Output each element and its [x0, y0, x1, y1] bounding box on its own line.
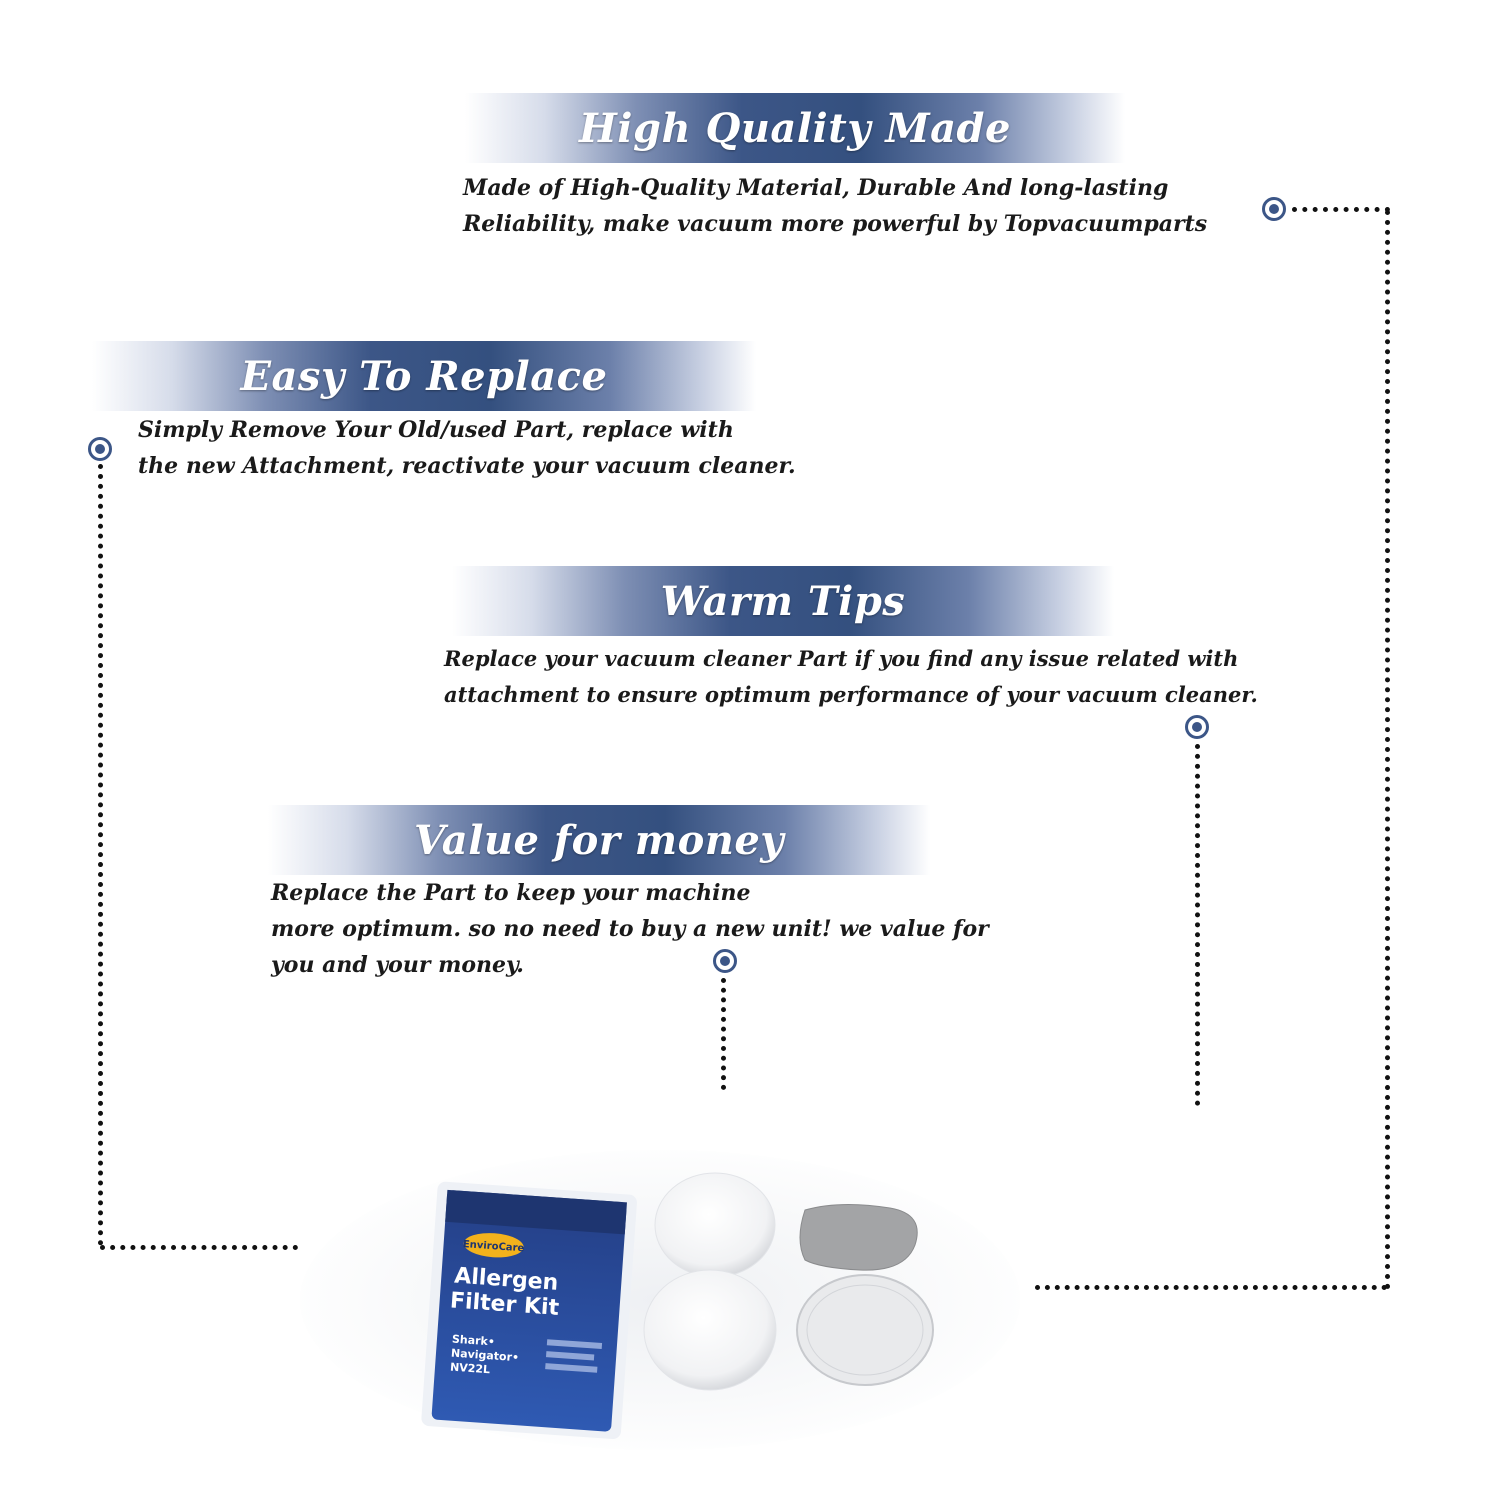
package-compat: NV22L [450, 1361, 491, 1377]
package-compat: Shark• [452, 1333, 496, 1349]
description-line: Made of High-Quality Material, Durable A… [463, 175, 1169, 201]
product-image: EnviroCare Allergen Filter Kit Shark• Na… [300, 1150, 1020, 1450]
description-line: Replace your vacuum cleaner Part if you … [444, 646, 1239, 671]
description-line: the new Attachment, reactivate your vacu… [138, 453, 796, 479]
section-title: Value for money [413, 816, 785, 864]
dotted-connector-line [1385, 210, 1395, 1290]
description-line: Replace the Part to keep your machine [271, 880, 751, 906]
section-title: High Quality Made [579, 104, 1011, 152]
dotted-connector-line [1195, 744, 1205, 1106]
banner-warm-tips: Warm Tips [452, 566, 1114, 636]
description-line: attachment to ensure optimum performance… [444, 682, 1258, 707]
package-brand: EnviroCare [462, 1239, 524, 1254]
banner-easy-replace: Easy To Replace [92, 341, 756, 411]
section-description: Replace the Part to keep your machine mo… [271, 875, 989, 983]
dotted-connector-line [98, 464, 108, 1246]
dotted-connector-line [1035, 1285, 1387, 1295]
section-description: Simply Remove Your Old/used Part, replac… [138, 412, 796, 484]
section-description: Replace your vacuum cleaner Part if you … [444, 641, 1258, 713]
connector-dot-icon [1185, 715, 1209, 739]
description-line: Reliability, make vacuum more powerful b… [463, 211, 1208, 237]
connector-dot-icon [1262, 197, 1286, 221]
connector-dot-icon [88, 437, 112, 461]
filter-kit-package: EnviroCare Allergen Filter Kit Shark• Na… [421, 1181, 637, 1440]
foam-filter [643, 1269, 777, 1391]
carbon-filter-pad [799, 1203, 918, 1271]
dotted-connector-line [100, 1245, 298, 1255]
section-title: Warm Tips [660, 577, 906, 625]
section-description: Made of High-Quality Material, Durable A… [463, 170, 1207, 242]
mesh-filter-disc [796, 1274, 934, 1386]
section-title: Easy To Replace [240, 352, 608, 400]
foam-filter [654, 1172, 776, 1278]
package-compat: Navigator• [451, 1347, 520, 1365]
connector-dot-icon [713, 949, 737, 973]
banner-value-for-money: Value for money [268, 805, 930, 875]
description-line: you and your money. [271, 952, 524, 978]
description-line: more optimum. so no need to buy a new un… [271, 916, 989, 942]
dotted-connector-line [1292, 207, 1390, 217]
banner-high-quality: High Quality Made [465, 93, 1125, 163]
description-line: Simply Remove Your Old/used Part, replac… [138, 417, 734, 443]
dotted-connector-line [721, 978, 731, 1090]
